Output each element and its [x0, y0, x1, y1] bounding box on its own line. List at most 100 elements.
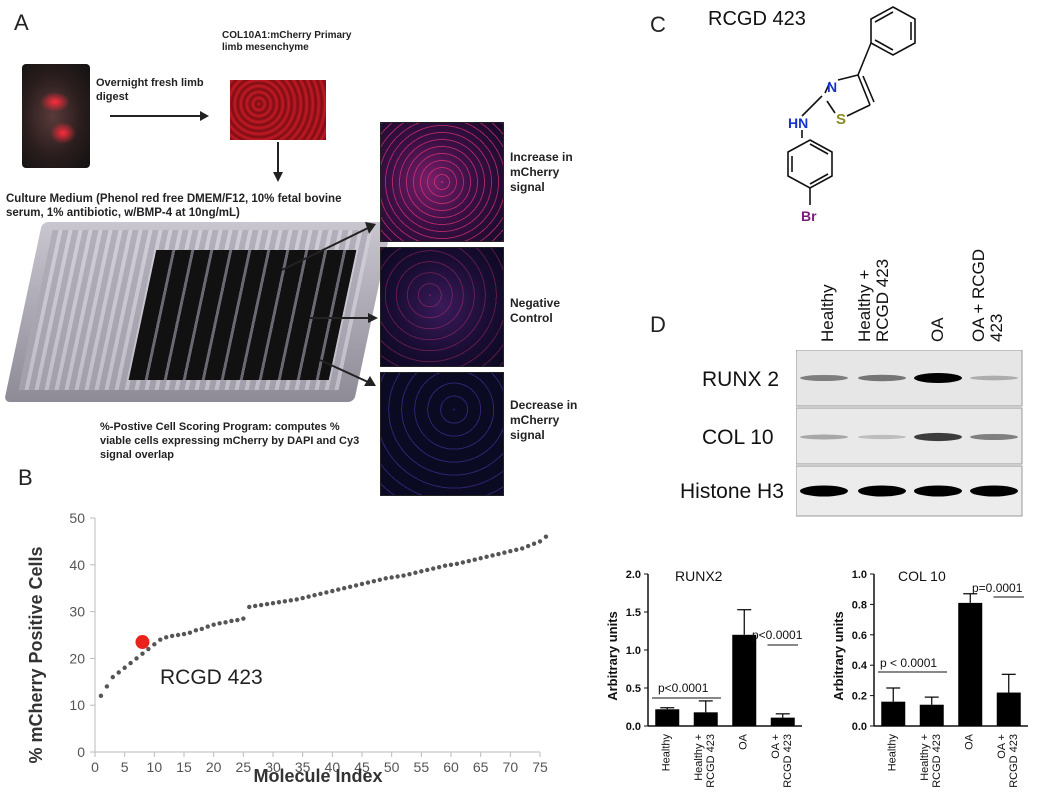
scatter-point [169, 633, 175, 639]
scatter-y-tick-label: 40 [69, 557, 85, 573]
scatter-point [217, 621, 222, 626]
blot-band [970, 433, 1018, 441]
blot-band [800, 434, 848, 440]
scatter-point [389, 575, 394, 580]
bar [770, 717, 795, 726]
panel-letter-c: C [650, 12, 666, 37]
highlight-label: RCGD 423 [160, 666, 263, 689]
scatter-point [318, 591, 323, 597]
bar-category-label: Healthy +RCGD 423 [693, 734, 717, 788]
scatter-point [543, 534, 549, 539]
col10-y-axis-label: Arbitrary units [831, 611, 846, 701]
atom-n: N [827, 79, 837, 95]
scatter-point [181, 631, 187, 637]
bar [996, 692, 1021, 726]
result-label-decrease: Decrease in mCherry signal [510, 398, 578, 442]
scatter-point [484, 554, 489, 560]
scatter-point [371, 578, 377, 584]
scatter-point [223, 620, 228, 625]
micrograph-speckle [381, 123, 503, 241]
scatter-y-tick-label: 50 [69, 510, 85, 526]
blot-label-histone: Histone H3 [680, 480, 784, 503]
scatter-point [514, 547, 519, 553]
scatter-point [258, 602, 264, 608]
scatter-x-tick-label: 45 [354, 759, 370, 775]
scatter-point [537, 539, 543, 544]
scatter-point [104, 684, 110, 689]
micrograph-speckle [381, 248, 503, 366]
scatter-point [164, 635, 169, 640]
bar-category-label: OA [963, 733, 975, 750]
lane-label-oa-rcgd: OA + RCGD 423 [969, 248, 1006, 342]
blot-label-col10: COL 10 [702, 426, 774, 449]
col10-title: COL 10 [898, 568, 946, 584]
scatter-point [122, 665, 127, 670]
panel-letter-d: D [650, 312, 666, 337]
blot-band [800, 374, 848, 382]
runx2-title: RUNX2 [675, 568, 723, 584]
scatter-point [466, 558, 471, 564]
bar-y-tick-label: 0.2 [852, 691, 867, 703]
blot-band [858, 485, 906, 497]
scatter-point [401, 573, 406, 578]
bar-y-tick-label: 0.4 [852, 660, 868, 672]
scatter-point [211, 622, 216, 627]
scatter-point [253, 603, 258, 609]
runx2-y-axis-label: Arbitrary units [605, 611, 620, 701]
blot-band [800, 485, 848, 497]
scatter-point [116, 670, 121, 675]
mesenchyme-image [230, 80, 326, 140]
scatter-point [235, 617, 240, 623]
bar-y-tick-label: 0.6 [852, 630, 867, 642]
scatter-x-tick-label: 60 [443, 759, 459, 775]
micrograph-speckle [381, 373, 503, 495]
scatter-x-tick-label: 70 [503, 759, 519, 775]
scatter-point [496, 551, 501, 557]
scatter-point [383, 576, 388, 581]
scatter-point [110, 674, 116, 680]
scatter-y-tick-label: 0 [77, 744, 85, 760]
western-blot [796, 350, 1023, 517]
scatter-x-tick-label: 10 [147, 759, 163, 775]
scatter-point [241, 616, 246, 621]
scatter-point [158, 637, 163, 642]
bar [655, 709, 680, 726]
result-label-increase: Increase in mCherry signal [510, 150, 573, 194]
scatter-x-tick-label: 65 [473, 759, 489, 775]
scatter-point [288, 598, 293, 603]
scatter-point [419, 569, 424, 574]
scatter-point [306, 594, 311, 599]
scatter-y-tick-label: 10 [69, 697, 85, 713]
scatter-point [312, 593, 317, 598]
scatter-x-tick-label: 25 [236, 759, 252, 775]
scatter-point [294, 597, 299, 602]
scatter-point [353, 583, 359, 588]
scatter-point [425, 567, 430, 573]
scatter-point [229, 618, 234, 624]
blot-band [858, 374, 906, 382]
blot-band [914, 485, 962, 497]
scatter-x-tick-label: 50 [384, 759, 400, 775]
scatter-point [448, 562, 454, 567]
bar [881, 701, 906, 726]
digest-label: Overnight fresh limb digest [96, 77, 204, 103]
scatter-point [454, 561, 460, 567]
atom-s: S [836, 111, 846, 128]
scatter-x-tick-label: 35 [295, 759, 311, 775]
bar [732, 634, 757, 726]
micrograph-decrease [380, 372, 504, 496]
blot-band [858, 434, 906, 440]
runx2-annotation-2: p<0.0001 [752, 628, 803, 642]
scatter-x-tick-label: 40 [325, 759, 341, 775]
scatter-point [365, 580, 371, 585]
scatter-point [98, 693, 104, 699]
scatter-point [490, 553, 495, 558]
scatter-point [478, 556, 483, 561]
scatter-point [134, 656, 139, 661]
scatter-point [193, 628, 199, 633]
blot-label-runx2: RUNX 2 [702, 368, 780, 391]
